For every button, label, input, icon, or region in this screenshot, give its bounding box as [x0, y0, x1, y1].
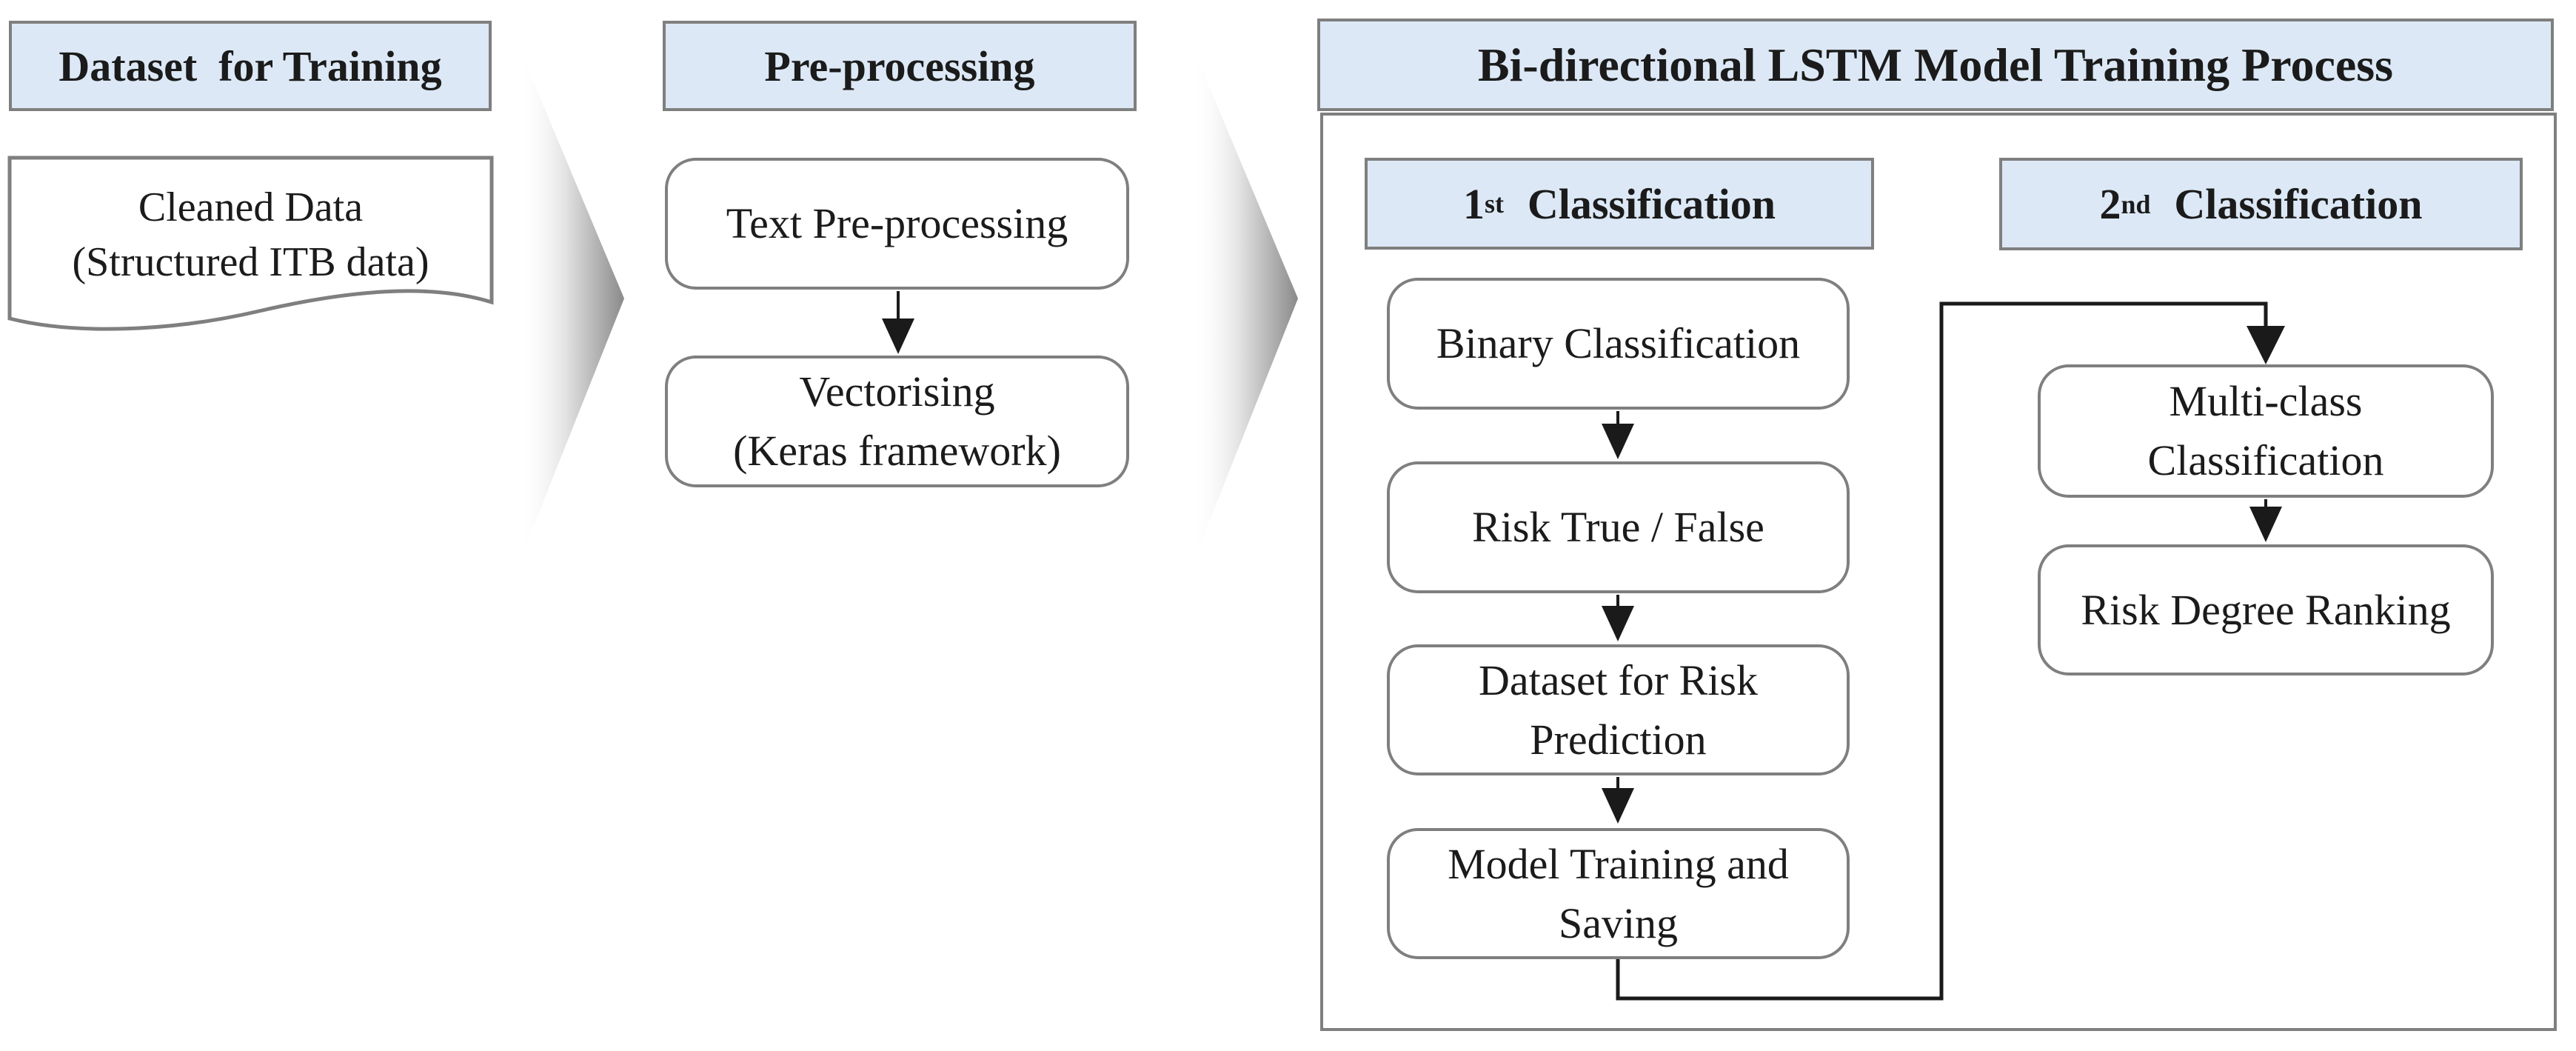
document-shape [7, 156, 494, 331]
cleaned-data-document-label: Cleaned Data (Structured ITB data) [72, 184, 429, 285]
connector-arrowhead [2247, 326, 2285, 364]
connector-model-to-multiclass [1616, 301, 2268, 1001]
first-classification-label: Classification [1527, 179, 1776, 228]
arrow-multiclass-to-ranking [2249, 499, 2282, 542]
dataset-for-training-header: Dataset for Training [9, 21, 492, 111]
second-classification-label: Classification [2174, 180, 2423, 228]
binary-classification-box: Binary Classification [1387, 278, 1850, 410]
section-chevron-arrow-2 [1192, 46, 1298, 564]
dataset-for-risk-prediction-box: Dataset for Risk Prediction [1387, 644, 1850, 775]
arrow-text-to-vectorising [882, 291, 914, 354]
multiclass-classification-box: Multi-class Classification [2038, 364, 2494, 498]
bilstm-process-container [1320, 113, 2557, 1031]
first-classification-number: 1 [1463, 179, 1485, 228]
preprocessing-header: Pre-processing [663, 21, 1137, 111]
risk-degree-ranking-box: Risk Degree Ranking [2038, 544, 2494, 675]
text-preprocessing-box: Text Pre-processing [665, 158, 1129, 290]
bilstm-process-header: Bi-directional LSTM Model Training Proce… [1317, 19, 2554, 111]
second-classification-number: 2 [2099, 180, 2121, 228]
arrow-binary-to-risk [1602, 411, 1634, 459]
arrow-risk-to-dataset [1602, 595, 1634, 641]
risk-true-false-box: Risk True / False [1387, 461, 1850, 593]
section-chevron-arrow-1 [518, 46, 624, 564]
vectorising-box: Vectorising (Keras framework) [665, 356, 1129, 487]
arrow-dataset-to-model [1602, 777, 1634, 824]
model-training-saving-box: Model Training and Saving [1387, 828, 1850, 959]
